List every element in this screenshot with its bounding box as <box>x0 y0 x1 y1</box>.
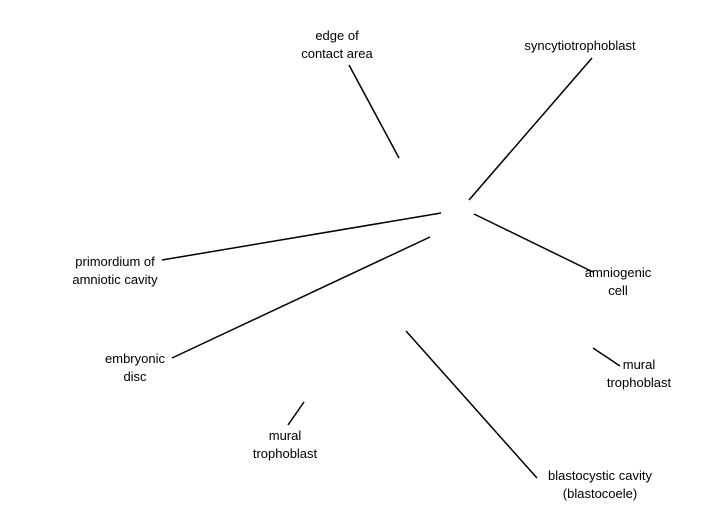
label-embryonic-line2: disc <box>123 369 147 384</box>
label-amniogenic-line1: amniogenic <box>584 265 652 280</box>
label-amniogenic-cell: amniogenic cell <box>573 264 663 300</box>
label-syncytiotrophoblast: syncytiotrophoblast <box>505 37 655 55</box>
leader-edge-of-contact-area <box>348 64 400 159</box>
leader-blastocystic-cavity <box>405 330 538 479</box>
label-primordium-line1: primordium of <box>75 254 155 269</box>
label-blastocystic-cavity: blastocystic cavity (blastocoele) <box>520 467 680 503</box>
label-mural-left-line2: trophoblast <box>252 446 318 461</box>
label-mural-right-line1: mural <box>622 357 656 372</box>
label-embryonic-disc: embryonic disc <box>80 350 190 386</box>
label-mural-right-line2: trophoblast <box>606 375 672 390</box>
label-mural-trophoblast-left: mural trophoblast <box>230 427 340 463</box>
label-edge-line1: edge of <box>315 28 359 43</box>
label-syncytiotrophoblast-line1: syncytiotrophoblast <box>524 38 636 53</box>
label-edge-of-contact-area: edge of contact area <box>282 27 392 63</box>
leader-syncytiotrophoblast <box>468 57 593 201</box>
label-primordium-line2: amniotic cavity <box>72 272 158 287</box>
leader-mural-trophoblast-right <box>592 347 621 367</box>
label-embryonic-line1: embryonic <box>105 351 165 366</box>
label-mural-left-line1: mural <box>268 428 302 443</box>
label-primordium-of-amniotic-cavity: primordium of amniotic cavity <box>40 253 190 289</box>
label-mural-trophoblast-right: mural trophoblast <box>584 356 694 392</box>
label-blastocystic-line2: (blastocoele) <box>562 486 638 501</box>
leader-primordium-of-amniotic-cavity <box>161 212 442 261</box>
label-blastocystic-line1: blastocystic cavity <box>547 468 653 483</box>
label-edge-line2: contact area <box>301 46 373 61</box>
label-amniogenic-line2: cell <box>608 283 628 298</box>
leader-mural-trophoblast-left <box>287 401 305 426</box>
leader-amniogenic-cell <box>473 213 594 273</box>
leader-embryonic-disc <box>171 236 431 359</box>
